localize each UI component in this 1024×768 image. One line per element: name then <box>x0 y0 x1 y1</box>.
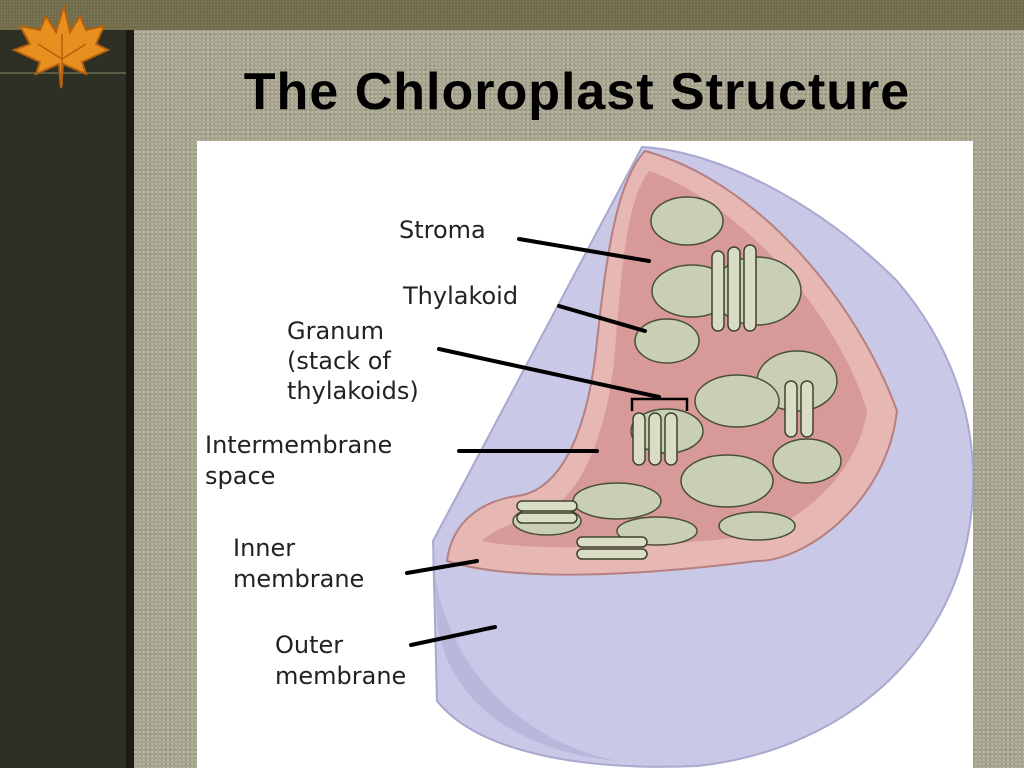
slide-title: The Chloroplast Structure <box>243 63 911 121</box>
chloroplast-illustration <box>405 145 973 768</box>
label-granum-line2: (stack of <box>287 347 391 375</box>
label-granum-line3: thylakoids) <box>287 377 419 405</box>
label-intermembrane-line1: Intermembrane <box>205 431 393 459</box>
label-outer-line1: Outer <box>275 631 344 659</box>
label-inner-line1: Inner <box>233 534 296 562</box>
label-intermembrane-line2: space <box>205 462 276 490</box>
granum-bracket <box>630 397 689 411</box>
leader-lines <box>405 237 661 647</box>
label-outer-line2: membrane <box>275 662 407 690</box>
top-band <box>0 0 1024 30</box>
label-inner-line2: membrane <box>233 565 365 593</box>
slide-border <box>126 30 134 768</box>
left-panel <box>0 30 126 768</box>
granum-stack <box>516 244 814 560</box>
label-thylakoid: Thylakoid <box>403 282 519 310</box>
maple-leaf-icon <box>11 4 111 89</box>
chloroplast-figure: Stroma Thylakoid Granum (stack of thylak… <box>197 141 973 768</box>
label-granum-line1: Granum <box>287 317 384 345</box>
label-stroma: Stroma <box>399 216 486 244</box>
